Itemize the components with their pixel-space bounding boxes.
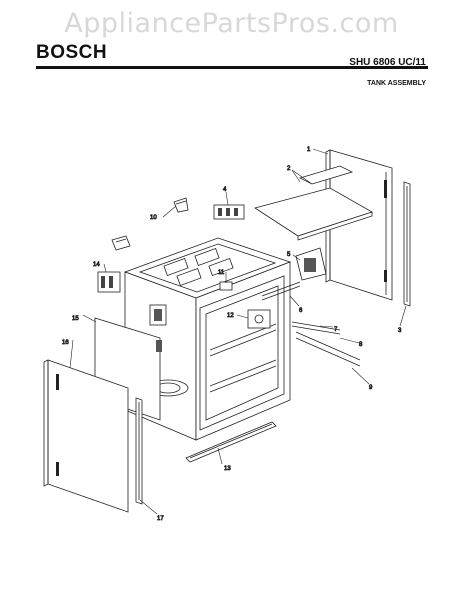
part-6-rail: [261, 281, 301, 301]
section-title: TANK ASSEMBLY: [367, 80, 426, 87]
model-number: SHU 6806 UC/11: [349, 57, 426, 68]
callout-1: 1: [307, 147, 311, 153]
part-13-base-rail: [185, 421, 277, 463]
part-12-bracket: [247, 309, 271, 329]
part-2-top-panel: [254, 165, 373, 241]
part-16-front-panel: [43, 359, 129, 513]
part-4-clip: [213, 204, 245, 220]
callout-3: 3: [398, 328, 402, 334]
part-8-rods: [295, 331, 361, 367]
watermark: AppliancePartsPros.com: [64, 8, 399, 39]
part-7-rail: [291, 321, 341, 335]
brand-logo: BOSCH: [36, 42, 108, 63]
callout-7: 7: [334, 327, 338, 333]
callout-2: 2: [287, 166, 291, 172]
callout-14: 14: [93, 262, 100, 268]
callout-9: 9: [369, 385, 373, 391]
part-10-brackets: [111, 197, 189, 251]
callout-10: 10: [150, 215, 157, 221]
callout-5: 5: [287, 252, 291, 258]
part-3-trim-strip: [403, 181, 411, 307]
callout-8: 8: [359, 342, 363, 348]
callout-16: 16: [62, 340, 69, 346]
callout-6: 6: [299, 308, 303, 314]
leader-lines: [69, 148, 407, 515]
callout-13: 13: [224, 466, 231, 472]
part-1-side-panel: [325, 149, 393, 301]
part-14-left-clip: [97, 271, 121, 293]
callout-11: 11: [218, 270, 225, 276]
callout-17: 17: [157, 516, 164, 522]
part-5-side-bracket: [295, 247, 327, 281]
part-17-trim-strip: [135, 397, 143, 505]
header-rule: [36, 66, 428, 69]
callout-12: 12: [227, 313, 234, 319]
callout-4: 4: [223, 187, 227, 193]
callout-15: 15: [72, 316, 79, 322]
